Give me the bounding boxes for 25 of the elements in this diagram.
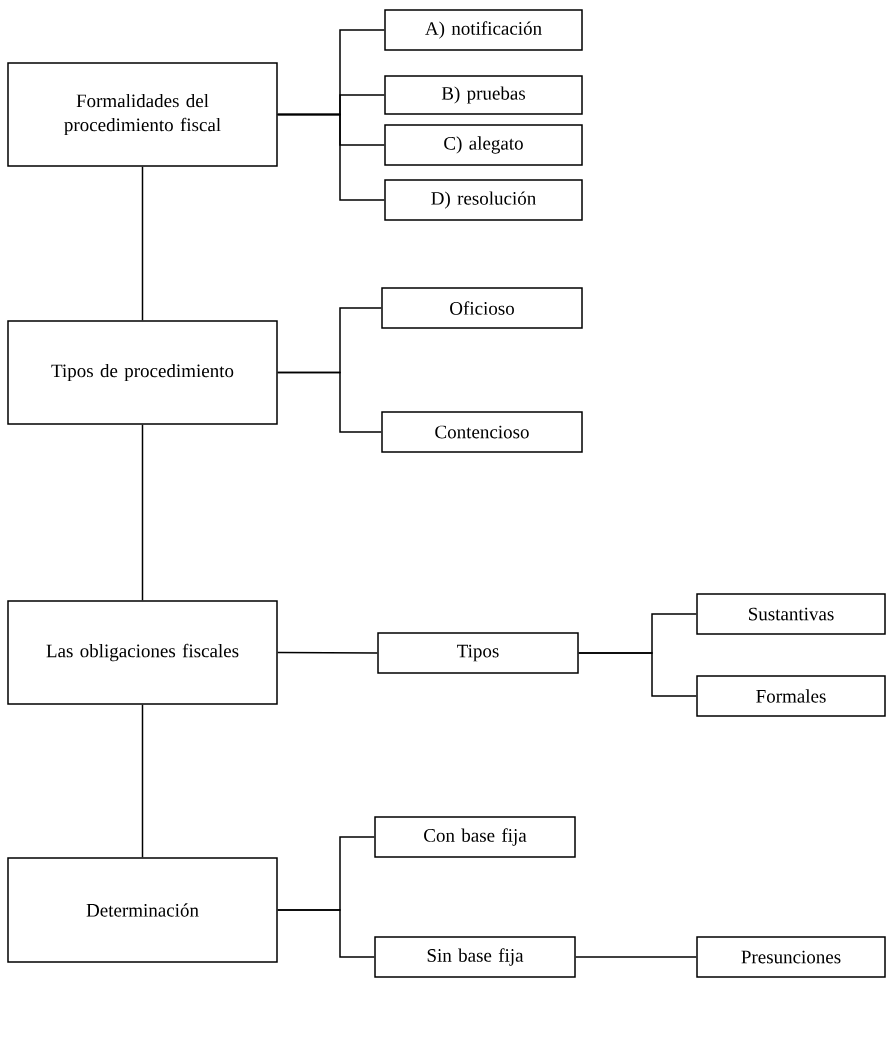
text-box: D) resolución [384, 179, 583, 221]
connector-line [277, 651, 378, 654]
connector-line [578, 652, 697, 697]
text-box: Con base fija [374, 816, 576, 858]
connector-line [277, 909, 375, 958]
connector-line [575, 956, 697, 958]
connector-line [277, 371, 382, 433]
text-box: Sin base fija [374, 936, 576, 978]
text-box: Formales [696, 675, 886, 717]
connector-line [277, 113, 385, 201]
text-box: Presunciones [696, 936, 886, 978]
text-box: Tipos de procedimiento [7, 320, 278, 425]
text-box: Tipos [377, 632, 579, 674]
text-box: B) pruebas [384, 75, 583, 115]
text-box: Sustantivas [696, 593, 886, 635]
text-box: A) notificación [384, 9, 583, 51]
text-box: Determinación [7, 857, 278, 963]
text-box: Las obligaciones fiscales [7, 600, 278, 705]
text-box: Oficioso [381, 287, 583, 329]
connector-line [141, 704, 144, 858]
text-box: Contencioso [381, 411, 583, 453]
text-box: C) alegato [384, 124, 583, 166]
connector-line [141, 166, 144, 321]
connector-line [141, 424, 144, 601]
text-box: Formalidades del procedimiento fiscal [7, 62, 278, 167]
